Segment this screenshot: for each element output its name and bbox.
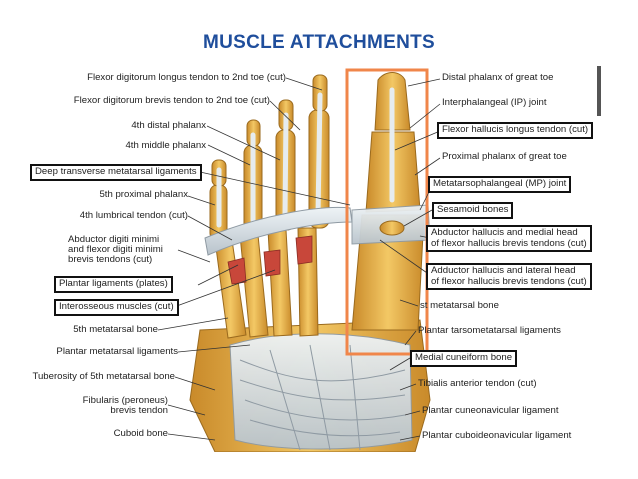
label-plantar-metatarsal-ligaments: Plantar metatarsal ligaments <box>56 346 178 357</box>
label-distal-phalanx-great-toe: Distal phalanx of great toe <box>442 72 554 83</box>
tendons <box>216 87 395 228</box>
interosseous-muscles <box>227 235 313 285</box>
slide-title: MUSCLE ATTACHMENTS <box>203 32 435 53</box>
label-deep-transverse-metatarsal-ligaments: Deep transverse metatarsal ligaments <box>30 164 202 181</box>
label-plantar-tarsometatarsal-ligaments: Plantar tarsometatarsal ligaments <box>418 325 561 336</box>
great-toe-highlight-box <box>345 68 429 356</box>
label-cuboid-bone: Cuboid bone <box>113 428 168 439</box>
label-fhl-tendon: Flexor hallucis longus tendon (cut) <box>437 122 594 139</box>
label-abductor-digiti-minimi-2: and flexor digiti minimi <box>68 244 163 255</box>
scroll-marker <box>597 66 601 116</box>
label-fibularis-brevis-2: brevis tendon <box>110 405 168 416</box>
label-plantar-cuneonavicular-ligament: Plantar cuneonavicular ligament <box>422 405 559 416</box>
label-abductor-hallucis-1: Abductor hallucis and medial head <box>431 227 578 238</box>
label-plantar-ligaments-plates: Plantar ligaments (plates) <box>54 276 173 293</box>
label-sesamoid-bones: Sesamoid bones <box>432 202 514 219</box>
label-abductor-hallucis-2: of flexor hallucis brevis tendons (cut) <box>431 237 587 249</box>
bottom-margin <box>0 452 638 479</box>
label-abductor-hallucis-box: Abductor hallucis and medial head of fle… <box>426 225 592 252</box>
label-1st-metatarsal-bone: st metatarsal bone <box>420 300 499 311</box>
label-adductor-hallucis-1: Adductor hallucis and lateral head <box>431 265 576 276</box>
leader-lines <box>157 77 441 441</box>
label-4th-distal-phalanx: 4th distal phalanx <box>131 120 206 131</box>
label-medial-cuneiform-bone: Medial cuneiform bone <box>410 350 518 367</box>
label-adductor-hallucis-box: Adductor hallucis and lateral head of fl… <box>426 263 592 290</box>
label-adductor-hallucis-2: of flexor hallucis brevis tendons (cut) <box>431 275 587 287</box>
label-ip-joint: Interphalangeal (IP) joint <box>442 97 547 108</box>
label-abductor-digiti-minimi-3: brevis tendons (cut) <box>68 254 153 265</box>
label-4th-lumbrical-tendon: 4th lumbrical tendon (cut) <box>79 210 188 221</box>
label-tuberosity-5th-metatarsal: Tuberosity of 5th metatarsal bone <box>32 371 175 382</box>
ligament-fibers <box>239 344 406 451</box>
label-fibularis-brevis-1: Fibularis (peroneus) <box>82 395 168 406</box>
label-fdl-tendon: Flexor digitorum longus tendon to 2nd to… <box>87 72 286 83</box>
label-mp-joint: Metatarsophalangeal (MP) joint <box>428 176 572 193</box>
plantar-ligaments-mass <box>229 333 413 450</box>
label-4th-middle-phalanx: 4th middle phalanx <box>125 140 206 151</box>
label-plantar-cuboideonavicular-ligament: Plantar cuboideonavicular ligament <box>422 430 572 441</box>
great-toe <box>351 72 425 331</box>
label-abductor-digiti-minimi-1: Abductor digiti minimi <box>68 234 160 245</box>
label-5th-proximal-phalanx: 5th proximal phalanx <box>99 189 188 200</box>
label-proximal-phalanx-great-toe: Proximal phalanx of great toe <box>442 151 567 162</box>
sesamoid-bones <box>379 220 405 236</box>
label-5th-metatarsal-bone: 5th metatarsal bone <box>73 324 158 335</box>
label-interosseous-muscles: Interosseous muscles (cut) <box>54 299 179 316</box>
label-fdb-tendon: Flexor digitorum brevis tendon to 2nd to… <box>73 95 270 106</box>
label-tibialis-anterior-tendon: Tibialis anterior tendon (cut) <box>418 378 537 389</box>
